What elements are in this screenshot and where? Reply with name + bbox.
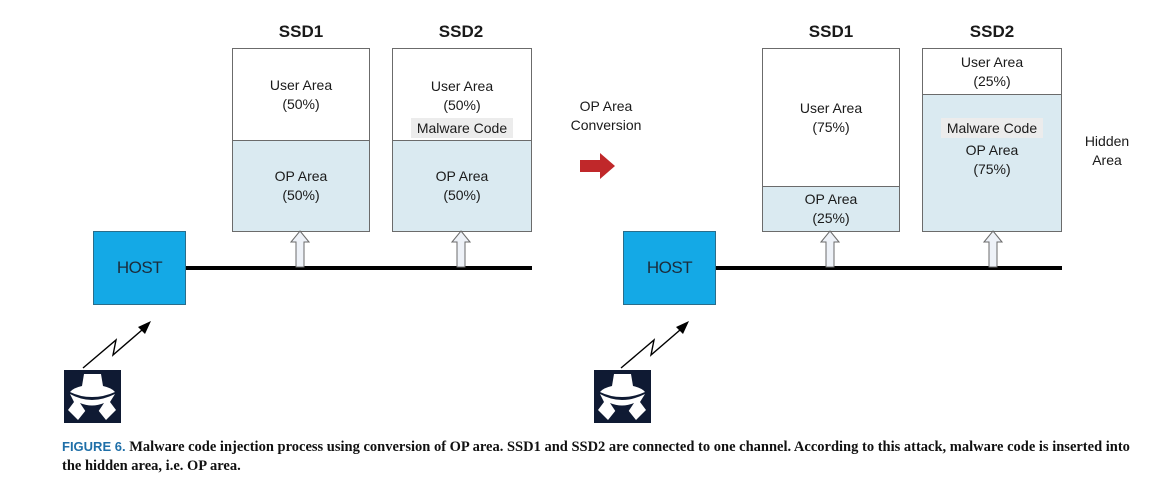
user-area-label: User Area: [799, 99, 863, 116]
op-area-percent: (25%): [812, 210, 850, 226]
right-ssd1-box: User Area (75%) OP Area (25%): [762, 48, 900, 232]
right-ssd1-user-area: User Area (75%): [763, 49, 899, 186]
hidden-area-line2: Area: [1092, 152, 1122, 168]
right-channel-bus: [716, 266, 1062, 270]
right-ssd2-user-area: User Area (25%): [923, 49, 1061, 94]
left-ssd2-op-area: OP Area (50%): [393, 140, 531, 231]
op-area-percent: (50%): [443, 187, 481, 203]
left-ssd2-user-area: User Area (50%) Malware Code: [393, 49, 531, 140]
right-ssd2-connector-arrow-icon: [983, 230, 1003, 268]
caption-text: Malware code injection process using con…: [62, 439, 1130, 474]
user-area-percent: (50%): [282, 95, 320, 112]
right-ssd2-op-area: Malware Code OP Area (75%): [923, 94, 1061, 231]
user-area-percent: (75%): [812, 118, 850, 135]
left-ssd1-op-area: OP Area (50%): [233, 140, 369, 231]
right-ssd1-title: SSD1: [808, 22, 854, 41]
right-ssd1-op-area: OP Area (25%): [763, 186, 899, 231]
figure-label: FIGURE 6.: [62, 439, 126, 454]
left-ssd2-box: User Area (50%) Malware Code OP Area (50…: [392, 48, 532, 232]
right-ssd2-title: SSD2: [969, 22, 1015, 41]
left-host-box: HOST: [93, 231, 186, 305]
user-area-label: User Area: [269, 76, 333, 93]
op-area-percent: (50%): [282, 187, 320, 203]
right-ssd2-box: User Area (25%) Malware Code OP Area (75…: [922, 48, 1062, 232]
user-area-label: User Area: [960, 53, 1024, 70]
left-hacker-icon: [64, 370, 121, 423]
user-area-percent: (25%): [973, 72, 1011, 89]
op-area-percent: (75%): [973, 161, 1011, 177]
op-area-label: OP Area: [965, 142, 1019, 158]
left-ssd1-box: User Area (50%) OP Area (50%): [232, 48, 370, 232]
user-area-percent: (50%): [443, 97, 481, 113]
op-area-label: OP Area: [435, 168, 489, 184]
right-wireless-attack-arrow-icon: [620, 321, 689, 369]
left-channel-bus: [186, 266, 532, 270]
left-wireless-attack-arrow-icon: [82, 321, 151, 369]
malware-code-block: Malware Code: [940, 118, 1044, 138]
left-ssd1-connector-arrow-icon: [290, 230, 310, 268]
conversion-label: OP Area Conversion: [552, 97, 660, 135]
right-hacker-icon: [594, 370, 651, 423]
right-ssd1-connector-arrow-icon: [820, 230, 840, 268]
left-ssd1-user-area: User Area (50%): [233, 49, 369, 140]
hidden-area-line1: Hidden: [1084, 133, 1130, 149]
conversion-label-line2: Conversion: [570, 117, 642, 133]
figure-caption: FIGURE 6. Malware code injection process…: [62, 437, 1152, 476]
left-ssd2-connector-arrow-icon: [451, 230, 471, 268]
right-host-box: HOST: [623, 231, 716, 305]
conversion-arrow-icon: [580, 153, 615, 179]
malware-code-block: Malware Code: [410, 118, 514, 138]
op-area-label: OP Area: [274, 168, 328, 184]
hidden-area-label: Hidden Area: [1072, 132, 1142, 170]
conversion-label-line1: OP Area: [579, 98, 633, 114]
left-ssd1-title: SSD1: [278, 22, 324, 41]
user-area-label: User Area: [430, 78, 494, 94]
op-area-label: OP Area: [804, 191, 858, 207]
left-ssd2-title: SSD2: [438, 22, 484, 41]
